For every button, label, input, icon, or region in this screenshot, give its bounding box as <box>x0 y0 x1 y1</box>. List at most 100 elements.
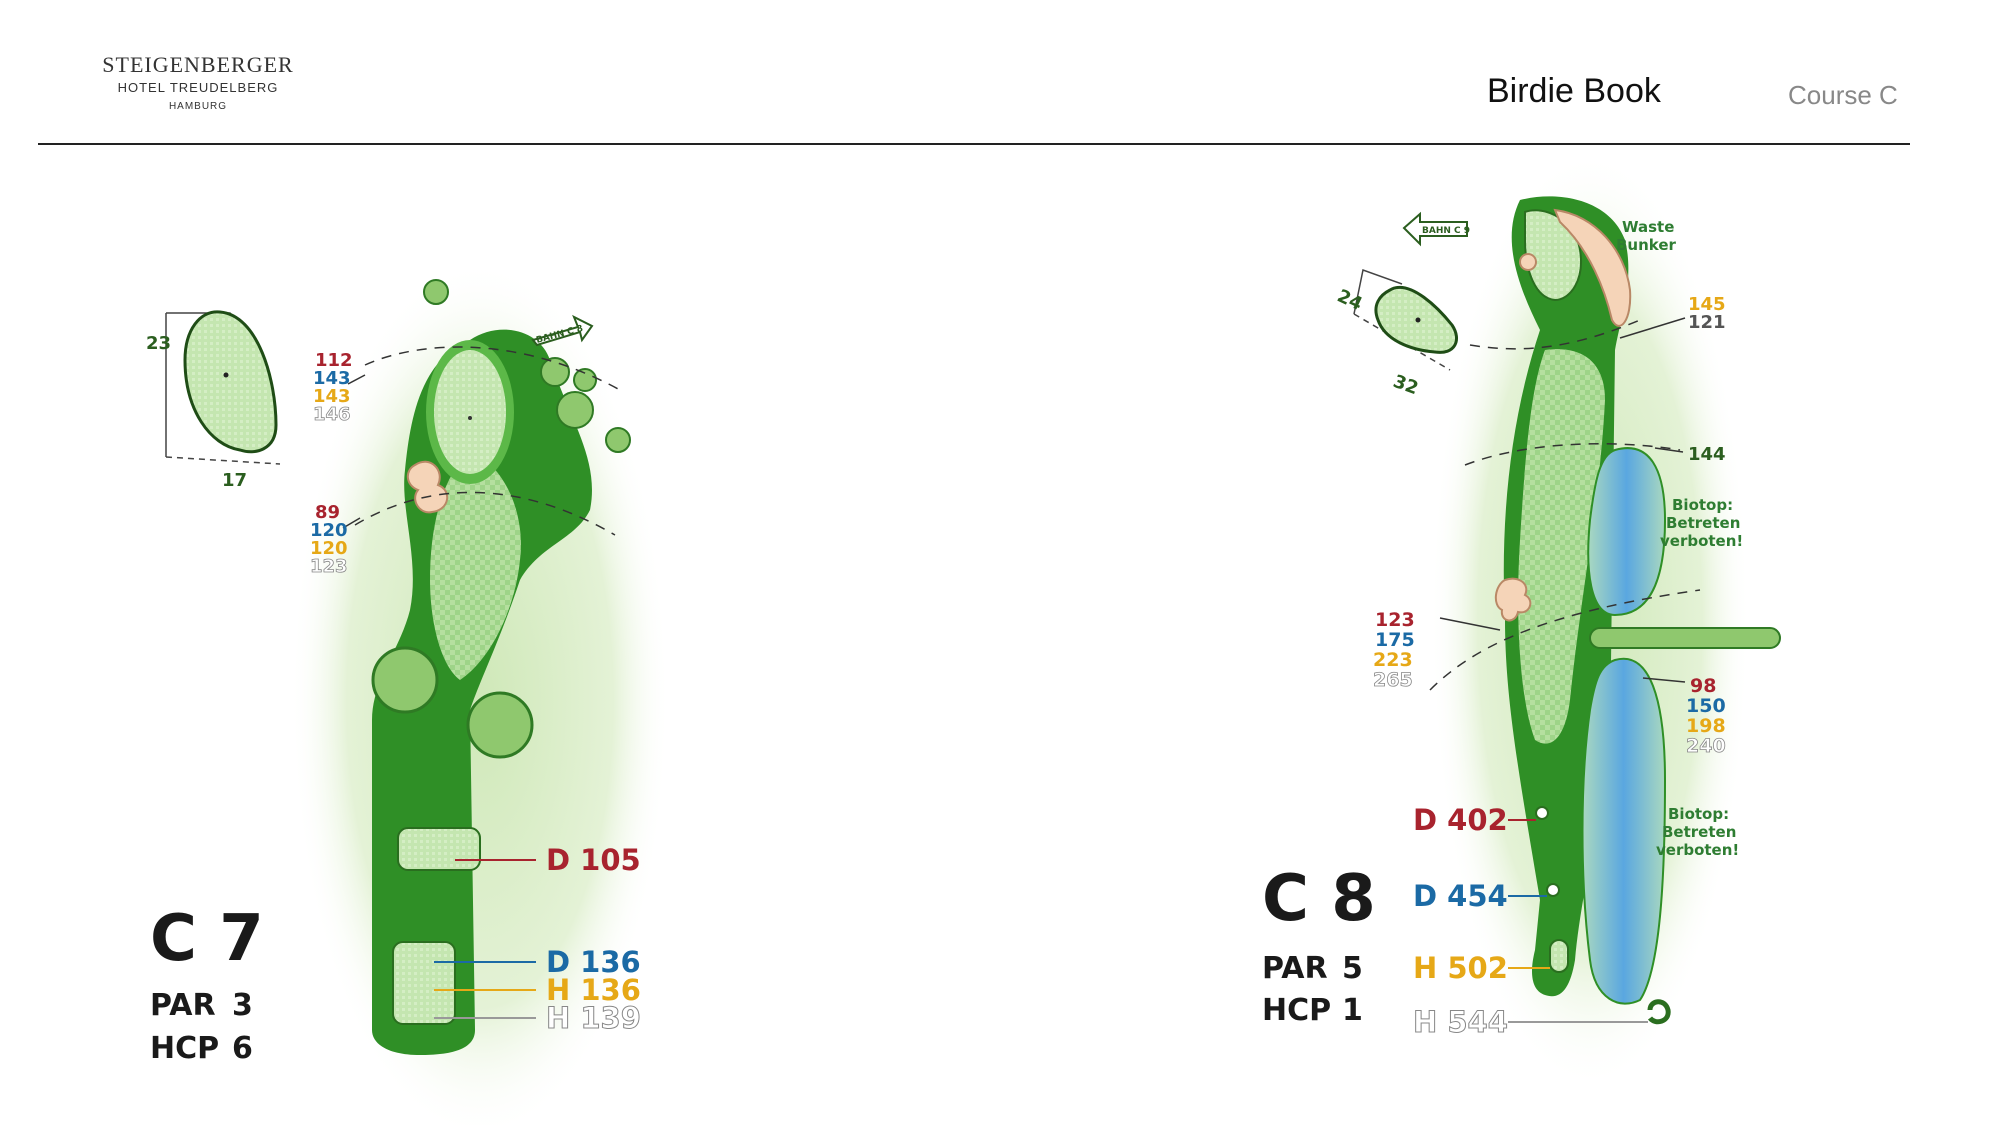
c7-detail-frame-bottom <box>165 456 281 465</box>
c8-marker-98-yellow: 198 <box>1686 715 1726 737</box>
c8-marker-layup-blue: 175 <box>1375 629 1415 651</box>
c8-tree-line <box>1589 627 1781 649</box>
c8-tee-blue-distance: D 454 <box>1413 879 1508 913</box>
hotel-logo: STEIGENBERGER HOTEL TREUDELBERG HAMBURG <box>98 52 298 112</box>
c8-marker-layup: 123 175 223 265 <box>1373 609 1501 691</box>
c8-tee-yellow <box>1549 939 1569 973</box>
c8-par-value: 5 <box>1342 951 1363 986</box>
c7-green <box>434 350 506 474</box>
c7-marker-2-red: 89 <box>315 502 340 523</box>
c8-tee-white-distance: H 544 <box>1413 1005 1508 1039</box>
c8-marker-layup-yellow: 223 <box>1373 649 1413 671</box>
c8-tee-red <box>1535 806 1549 820</box>
c7-tee-distances: D 105 D 136 H 136 H 139 <box>434 843 641 1036</box>
c8-arrow-icon <box>1402 211 1468 247</box>
c8-tee-distances: D 402 D 454 H 502 H 544 <box>1413 803 1648 1040</box>
c7-distance-arc-1 <box>364 346 621 391</box>
c7-tree-2 <box>466 691 534 759</box>
c8-fairway-bunker <box>1494 577 1532 622</box>
c8-marker-layup-white: 265 <box>1373 669 1413 691</box>
c7-tee-blue-distance: D 136 <box>546 945 641 979</box>
c8-marker-144-line <box>1654 447 1684 453</box>
c8-water-lower <box>1581 657 1667 1005</box>
c8-distance-arc-3 <box>1429 589 1701 691</box>
c8-biotop-upper-line-1: Biotop: <box>1672 496 1733 514</box>
c8-marker-144-value: 144 <box>1688 444 1726 465</box>
c8-hole-number: C 8 <box>1262 862 1376 936</box>
c8-hcp-value: 1 <box>1342 993 1363 1028</box>
c7-arrow-icon <box>531 314 594 347</box>
c8-marker-145-line <box>1619 317 1686 339</box>
c7-hole-number: C 7 <box>150 902 264 976</box>
c7-bunker <box>406 460 448 514</box>
c8-distance-arc-1 <box>1469 319 1641 350</box>
c7-tee-yellow-distance: H 136 <box>546 973 641 1007</box>
c8-marker-145-yellow: 145 <box>1688 294 1726 315</box>
c7-marker-1-yellow: 143 <box>313 386 351 407</box>
hole-c8-map <box>1429 150 1781 1090</box>
c8-marker-98-red: 98 <box>1690 675 1716 697</box>
c7-marker-1: 112 143 143 146 <box>313 350 366 425</box>
c8-water-upper <box>1587 447 1667 617</box>
c8-biotop-lower-line-1: Biotop: <box>1668 805 1729 823</box>
c8-par-label: PAR <box>1262 951 1328 986</box>
c8-marker-145: 145 121 <box>1619 294 1726 339</box>
c7-pin <box>468 416 472 420</box>
c7-detail-pin <box>223 372 229 378</box>
c8-detail-pin <box>1415 317 1421 323</box>
c7-marker-1-line <box>347 374 366 385</box>
c7-marker-2: 89 120 120 123 <box>310 502 361 577</box>
c7-bush-2 <box>540 357 570 387</box>
c8-green-width: 32 <box>1390 371 1421 399</box>
c8-next-hole-arrow: BAHN C 9 <box>1402 211 1470 247</box>
c7-bush-3 <box>556 391 594 429</box>
c7-tee-red-distance: D 105 <box>546 843 641 877</box>
c8-tee-yellow-distance: H 502 <box>1413 951 1508 985</box>
c7-tee-red <box>397 827 481 871</box>
c8-marker-98-white: 240 <box>1686 735 1726 757</box>
c8-marker-layup-red: 123 <box>1375 609 1415 631</box>
c7-bush-5 <box>605 427 631 453</box>
logo-line-3: HAMBURG <box>168 101 228 112</box>
c8-marker-98-line <box>1642 677 1686 683</box>
c8-waste-line-2: Bunker <box>1616 236 1677 254</box>
c8-detail-frame-top <box>1353 269 1403 315</box>
c7-marker-2-blue: 120 <box>310 520 348 541</box>
c8-waste-bunker <box>1553 208 1632 327</box>
course-label: Course C <box>1788 80 1898 110</box>
c8-biotop-lower-line-3: verboten! <box>1656 841 1739 859</box>
c8-tee-blue <box>1546 883 1560 897</box>
c8-marker-145-white: 121 <box>1688 312 1726 333</box>
c7-green-width: 17 <box>222 470 247 491</box>
c7-par-label: PAR <box>150 988 216 1023</box>
c7-marker-1-red: 112 <box>315 350 353 371</box>
logo-line-1: STEIGENBERGER <box>102 52 294 77</box>
c8-tee-white <box>1647 999 1671 1025</box>
c8-marker-98-blue: 150 <box>1686 695 1726 717</box>
c7-fairway <box>430 450 521 680</box>
c7-green-detail: 23 17 <box>146 310 281 491</box>
c7-hcp-label: HCP <box>150 1031 219 1066</box>
c8-hcp-label: HCP <box>1262 993 1331 1028</box>
c8-biotop-note-lower: Biotop: Betreten verboten! <box>1656 805 1739 859</box>
c7-bush-1 <box>423 279 449 305</box>
header-divider <box>38 143 1910 145</box>
c8-biotop-note-upper: Biotop: Betreten verboten! <box>1660 496 1743 550</box>
c8-waste-line-1: Waste <box>1622 218 1674 236</box>
c8-marker-144: 144 <box>1654 444 1726 465</box>
c7-green-depth: 23 <box>146 333 171 354</box>
c7-marker-1-white: 146 <box>313 404 351 425</box>
c7-marker-1-blue: 143 <box>313 368 351 389</box>
c8-waste-bunker-note: Waste Bunker <box>1616 218 1677 254</box>
c7-hcp-value: 6 <box>232 1031 253 1066</box>
c7-marker-2-yellow: 120 <box>310 538 348 559</box>
page-title: Birdie Book <box>1487 72 1661 110</box>
c8-arrow-label: BAHN C 9 <box>1422 226 1470 236</box>
c8-distance-arc-2 <box>1464 443 1681 466</box>
c8-marker-layup-line <box>1439 617 1501 631</box>
c8-marker-98: 98 150 198 240 <box>1642 675 1726 757</box>
c8-biotop-upper-line-3: verboten! <box>1660 532 1743 550</box>
c8-green-detail: 24 32 <box>1334 269 1458 399</box>
c8-green-depth: 24 <box>1334 285 1366 315</box>
